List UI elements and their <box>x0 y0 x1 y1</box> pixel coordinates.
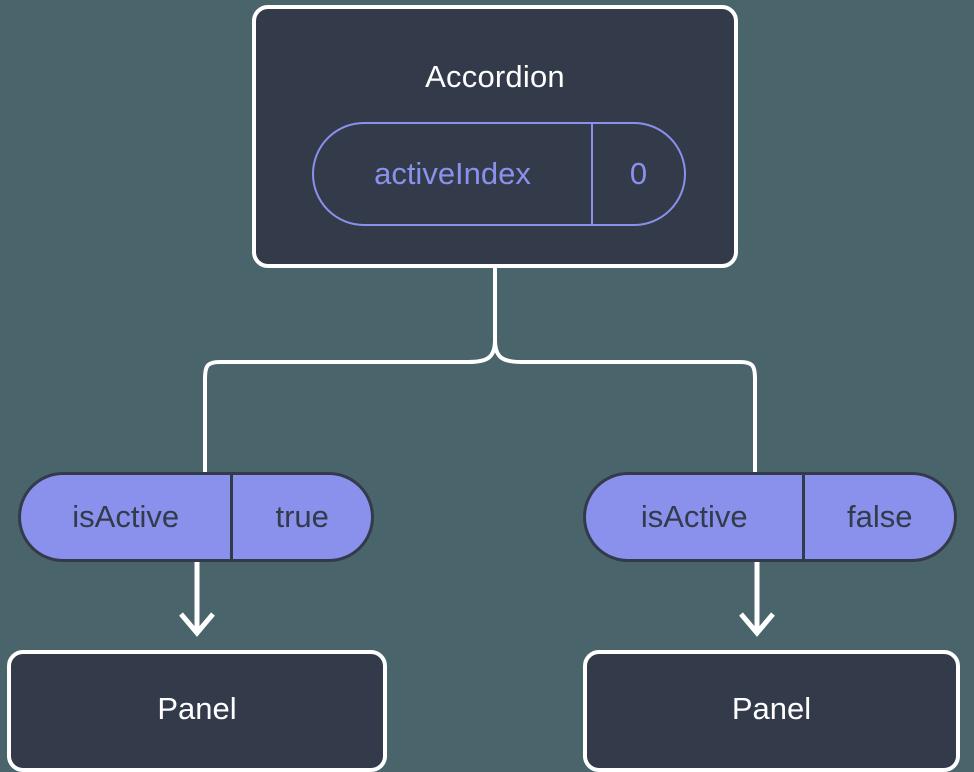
connector-fork-right <box>493 339 757 472</box>
panel-label: Panel <box>731 691 812 726</box>
prop-pill-key: isActive <box>640 499 748 534</box>
prop-pill-value: false <box>802 475 954 559</box>
arrow-right-head-icon <box>739 612 775 637</box>
prop-pill-key: isActive <box>72 499 180 534</box>
prop-pill-value: true <box>230 475 371 559</box>
arrow-left-head-icon <box>179 612 215 637</box>
state-pill-key: activeIndex <box>374 156 531 191</box>
panel-node-right[interactable]: Panel <box>583 650 960 772</box>
state-pill-value: 0 <box>591 124 684 224</box>
accordion-component-node[interactable]: Accordion activeIndex 0 <box>252 5 738 268</box>
state-pill-active-index[interactable]: activeIndex 0 <box>312 122 686 226</box>
prop-pill-left-is-active[interactable]: isActive true <box>18 472 374 562</box>
connector-fork-left <box>203 339 497 472</box>
prop-pill-right-is-active[interactable]: isActive false <box>583 472 957 562</box>
panel-node-left[interactable]: Panel <box>7 650 387 772</box>
page-title: Accordion <box>425 59 565 94</box>
panel-label: Panel <box>157 691 237 726</box>
